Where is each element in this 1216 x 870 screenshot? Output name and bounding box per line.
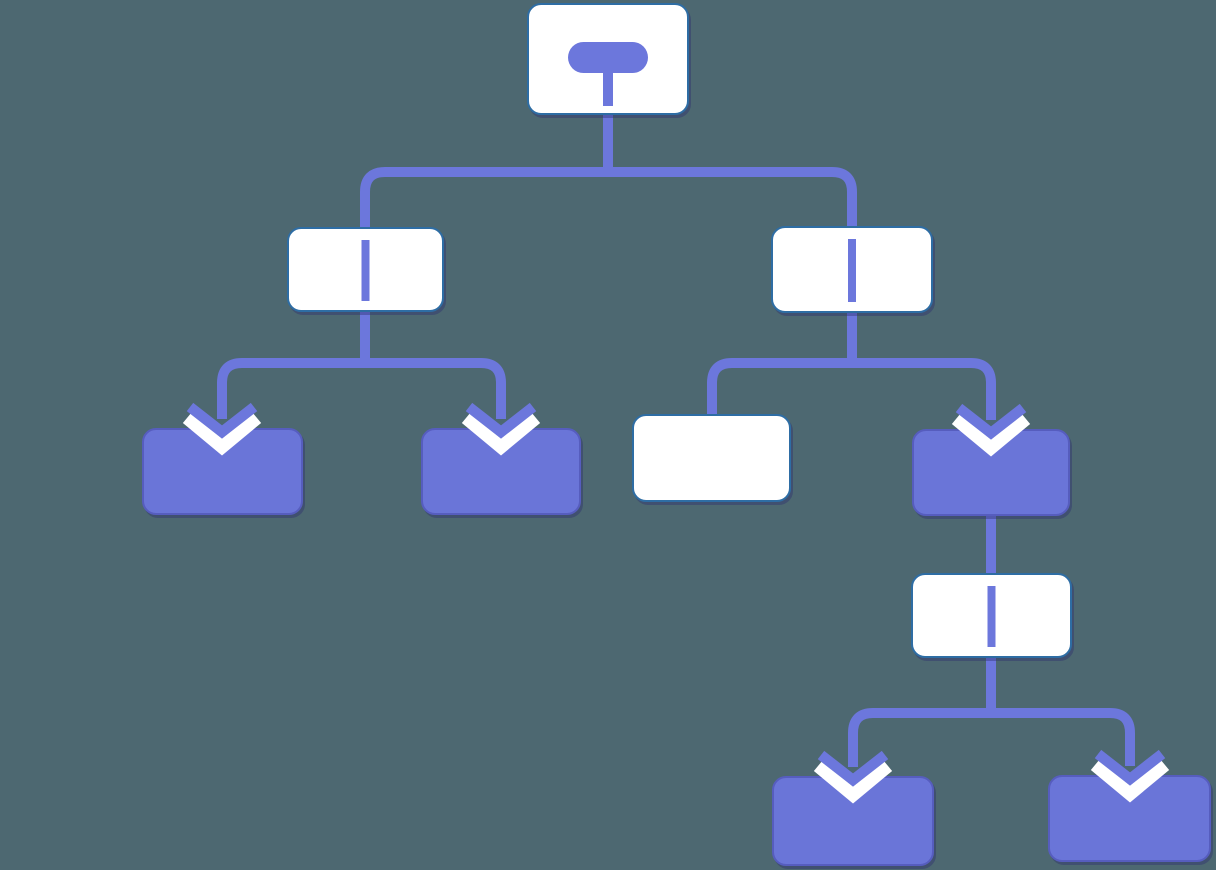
connector-branch bbox=[991, 708, 1135, 766]
chevron-purple-icon bbox=[817, 750, 889, 787]
start-pill-icon bbox=[568, 42, 648, 73]
chevron-white-icon bbox=[461, 412, 541, 456]
connector-branch bbox=[360, 167, 608, 228]
chevron-purple-icon bbox=[955, 403, 1027, 440]
start-node[interactable] bbox=[527, 3, 689, 115]
chevron-white-icon bbox=[951, 413, 1031, 457]
pass-node-left[interactable] bbox=[287, 227, 444, 312]
chevron-white-icon bbox=[813, 760, 893, 804]
chevron-purple-icon bbox=[186, 402, 258, 439]
chevron-white-icon bbox=[182, 412, 262, 456]
chevron-purple-icon bbox=[465, 402, 537, 439]
passthrough-line-icon bbox=[848, 239, 856, 302]
connector-branch bbox=[217, 358, 365, 419]
connector-branch bbox=[852, 358, 996, 420]
nodes-layer bbox=[142, 3, 1211, 866]
arrowhead-chevron bbox=[182, 402, 262, 456]
connector-branch bbox=[848, 708, 991, 767]
arrowhead-chevron bbox=[461, 402, 541, 456]
arrowhead-chevron bbox=[813, 750, 893, 804]
connector-branch bbox=[365, 358, 506, 419]
start-pill-stem bbox=[603, 71, 613, 106]
pass-node-bottom[interactable] bbox=[911, 573, 1072, 658]
connector-branch bbox=[707, 358, 852, 415]
arrows-layer bbox=[182, 402, 1170, 804]
passthrough-line-icon bbox=[987, 586, 996, 647]
arrowhead-chevron bbox=[1090, 749, 1170, 803]
chevron-purple-icon bbox=[1094, 749, 1166, 786]
arrowhead-chevron bbox=[951, 403, 1031, 457]
edges-layer bbox=[217, 114, 1135, 767]
plain-node-body[interactable] bbox=[632, 414, 791, 502]
connector-branch bbox=[608, 167, 857, 227]
pass-node-right[interactable] bbox=[771, 226, 933, 313]
plain-node[interactable] bbox=[632, 414, 791, 502]
passthrough-line-icon bbox=[361, 240, 370, 301]
chevron-white-icon bbox=[1090, 759, 1170, 803]
